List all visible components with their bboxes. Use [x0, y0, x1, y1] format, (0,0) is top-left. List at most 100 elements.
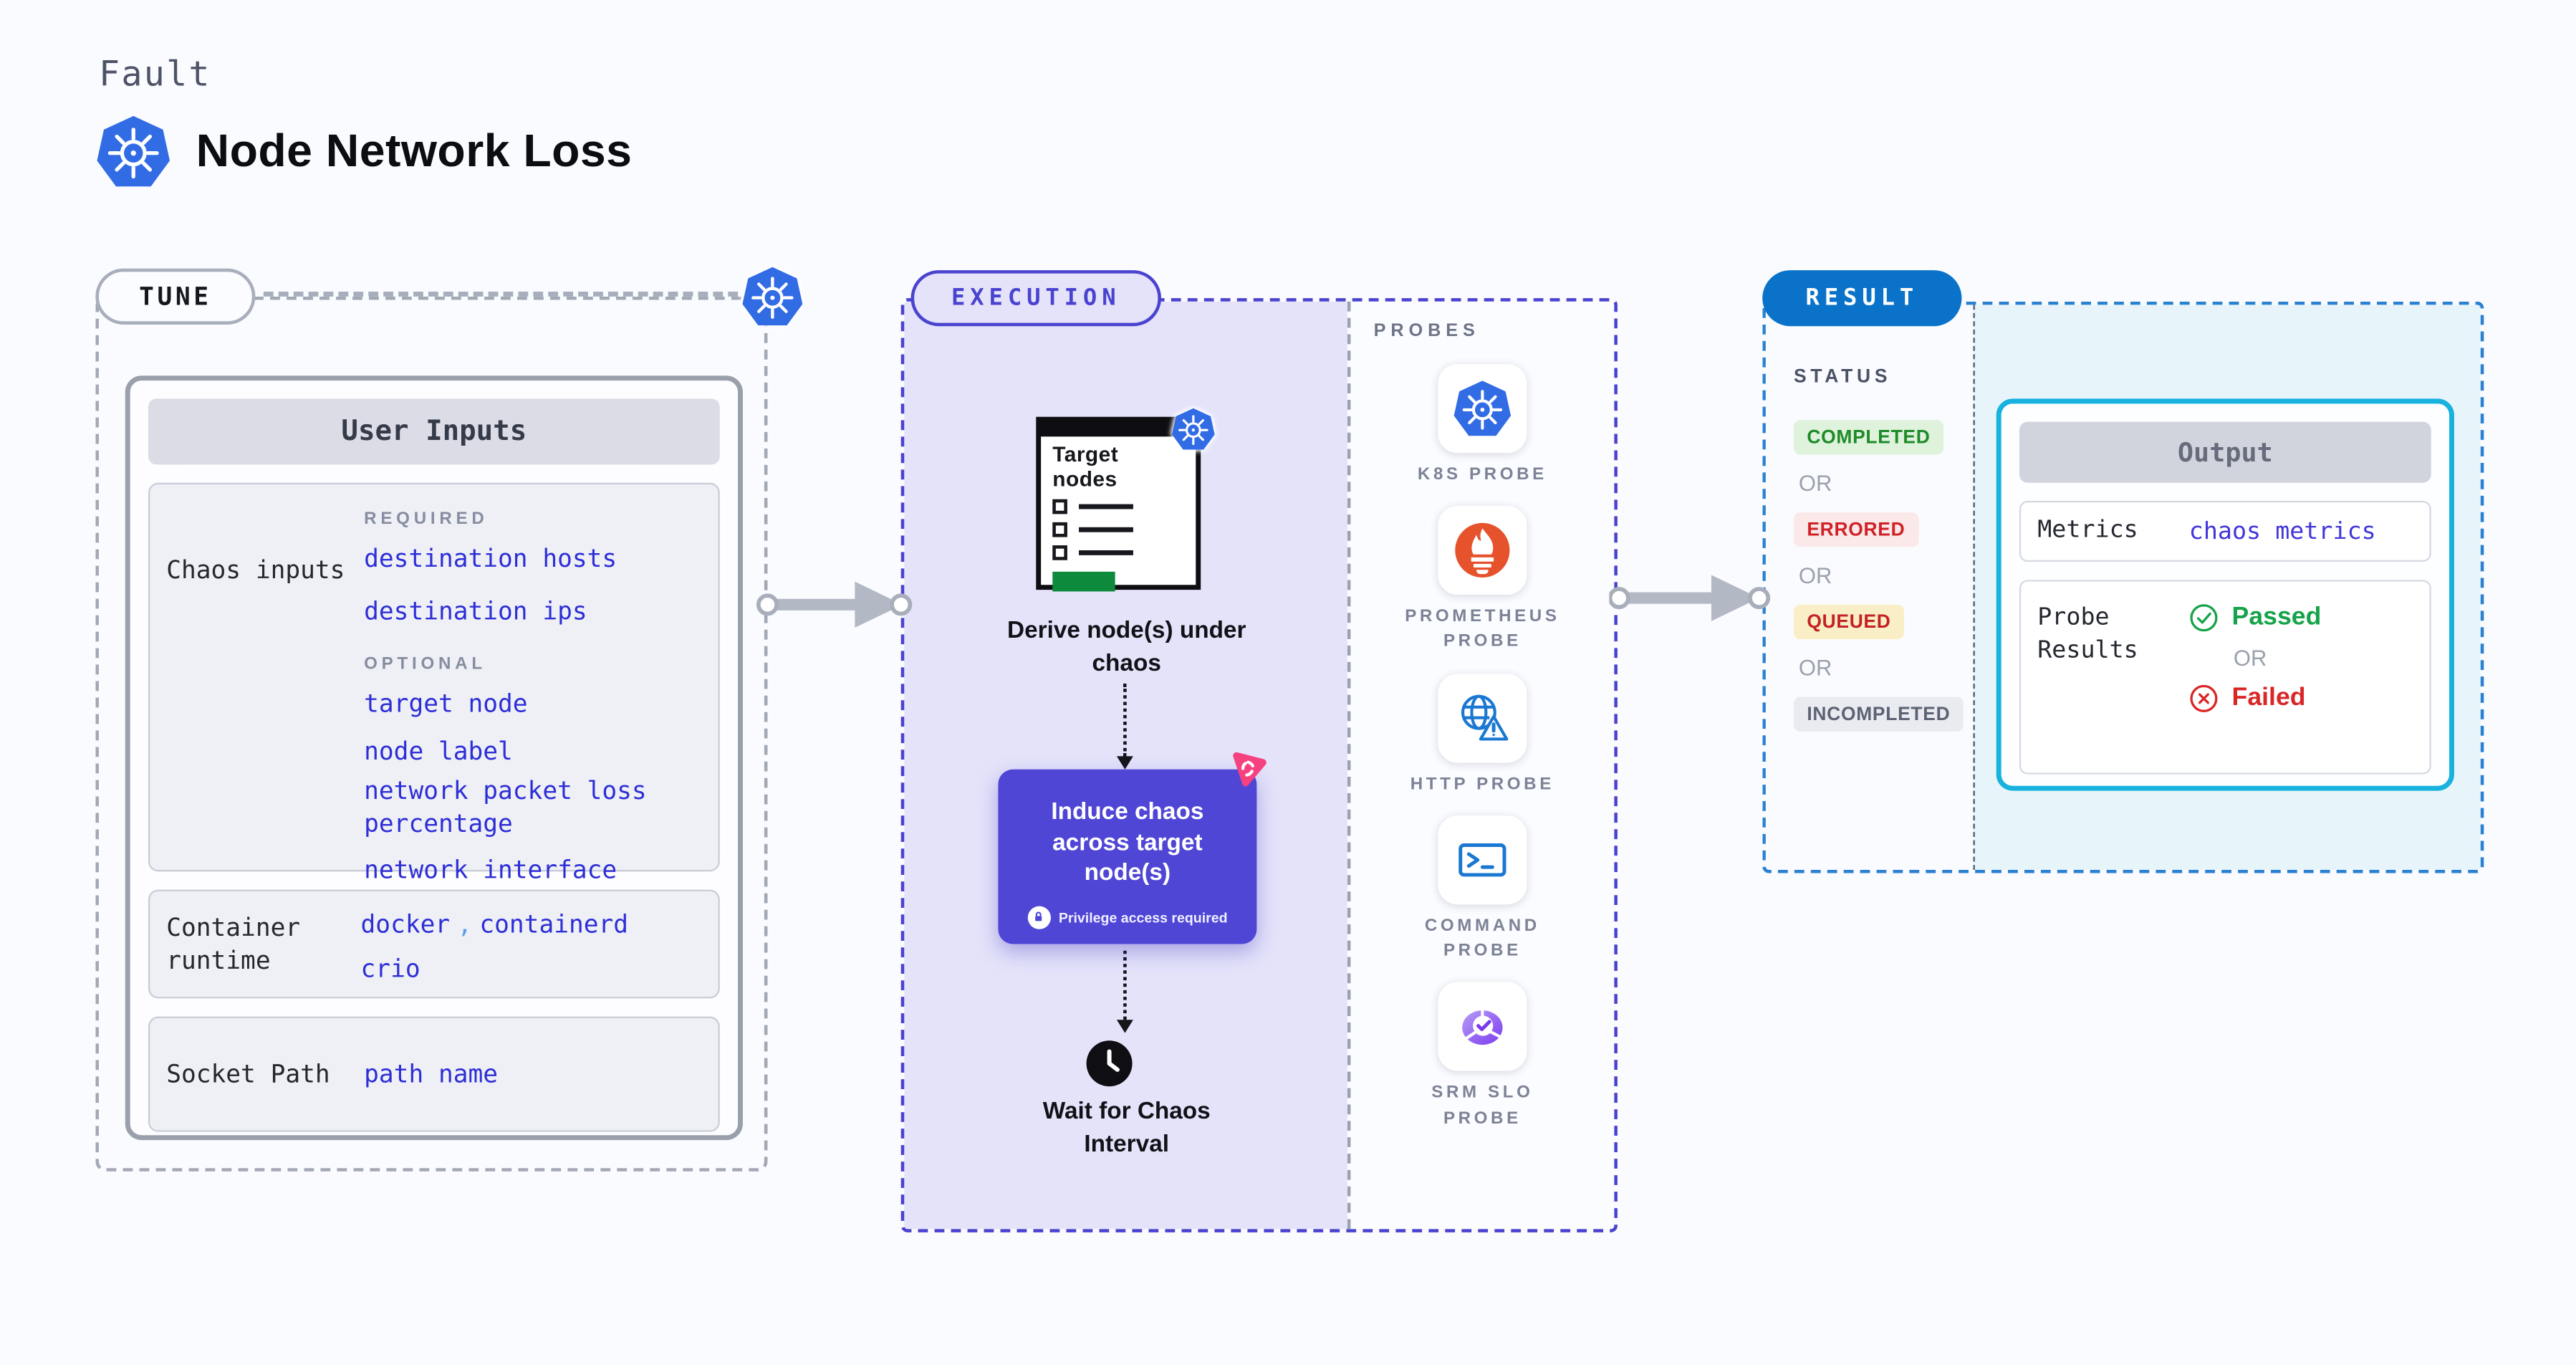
probe-label: COMMAND PROBE	[1424, 916, 1540, 961]
probe-item-prometheus: PROMETHEUS PROBE	[1400, 506, 1565, 655]
execution-section: Target nodes Derive node(s) under chaos …	[900, 298, 1618, 1232]
chaos-inputs-row: Chaos inputs REQUIRED destination hosts …	[148, 482, 720, 885]
runtime-value-containerd[interactable]: containerd	[479, 909, 629, 939]
probe-label: SRM SLO PROBE	[1431, 1083, 1534, 1128]
node-checkbox-row[interactable]	[1052, 545, 1184, 560]
status-badge-queued: QUEUED	[1793, 604, 1905, 640]
result-pill[interactable]: RESULT	[1762, 270, 1962, 327]
kubernetes-icon	[741, 265, 804, 327]
induce-chaos-label: Induce chaos across target node(s)	[1051, 799, 1204, 887]
privilege-note: Privilege access required	[1058, 909, 1228, 926]
passed-label: Passed	[2231, 603, 2322, 631]
kubernetes-icon	[95, 114, 171, 190]
probe-item-srm-slo: SRM SLO PROBE	[1400, 982, 1565, 1131]
failed-label: Failed	[2231, 684, 2306, 712]
runtime-value-docker[interactable]: docker	[360, 909, 451, 939]
node-line	[1079, 527, 1133, 532]
socket-path-label: Socket Path	[166, 1059, 330, 1089]
x-circle-icon	[2189, 684, 2219, 713]
probe-results-label: Probe Results	[2037, 604, 2138, 664]
kubernetes-icon	[1171, 407, 1216, 451]
chaos-inputs-label: Chaos inputs	[166, 555, 345, 585]
flow-arrowhead	[1116, 1020, 1133, 1033]
probes-title: PROBES	[1373, 321, 1480, 341]
probe-label: K8S PROBE	[1417, 464, 1547, 484]
probe-results-row: Probe Results Passed OR Failed	[2019, 580, 2431, 775]
param-link-network-packet-loss-percentage[interactable]: network packet loss percentage	[364, 775, 647, 838]
execution-flow-pane: Target nodes Derive node(s) under chaos …	[904, 301, 1347, 1230]
chaos-metrics-link[interactable]: chaos metrics	[2188, 518, 2376, 545]
status-pane: STATUS COMPLETED OR ERRORED OR QUEUED OR…	[1766, 305, 1974, 870]
optional-group-label: OPTIONAL	[364, 653, 486, 674]
k8s-probe-icon	[1438, 364, 1527, 454]
tune-section	[95, 296, 768, 1172]
param-link-network-interface[interactable]: network interface	[364, 855, 617, 885]
user-inputs-title: User Inputs	[148, 398, 720, 465]
flow-arrowhead	[1116, 756, 1133, 770]
runtime-value-crio[interactable]: crio	[360, 953, 420, 983]
probe-label: PROMETHEUS PROBE	[1405, 606, 1560, 652]
or-separator: OR	[1798, 471, 1832, 497]
tune-connector-line	[263, 291, 739, 297]
node-checkbox-row[interactable]	[1052, 522, 1184, 537]
tune-pill[interactable]: TUNE	[95, 268, 256, 325]
checkbox-icon[interactable]	[1052, 545, 1067, 560]
window-titlebar	[1039, 420, 1198, 437]
wait-interval-label: Wait for Chaos Interval	[1042, 1098, 1211, 1158]
target-nodes-window: Target nodes	[1036, 416, 1201, 592]
flow-dotted-line	[1123, 684, 1127, 757]
output-pane: Output Metrics chaos metrics Probe Resul…	[1973, 305, 2481, 871]
derive-nodes-label: Derive node(s) under chaos	[1006, 618, 1246, 677]
or-separator: OR	[1798, 656, 1832, 681]
socket-path-value[interactable]: path name	[364, 1059, 499, 1089]
srm-slo-probe-icon	[1438, 982, 1527, 1072]
status-title: STATUS	[1793, 367, 1892, 388]
lock-icon	[1027, 905, 1051, 929]
node-checkbox-row[interactable]	[1052, 499, 1184, 514]
user-inputs-card: User Inputs Chaos inputs REQUIRED destin…	[125, 375, 743, 1141]
node-line	[1079, 504, 1133, 509]
execution-pill[interactable]: EXECUTION	[910, 270, 1162, 327]
param-link-node-label[interactable]: node label	[364, 736, 513, 767]
litmus-chaos-icon	[1231, 749, 1269, 787]
arrow-execution-to-result	[1609, 575, 1771, 621]
param-link-target-node[interactable]: target node	[364, 689, 528, 719]
or-separator: OR	[2233, 646, 2267, 671]
runtime-comma: ,	[457, 909, 473, 939]
induce-chaos-node: Induce chaos across target node(s) Privi…	[998, 769, 1257, 944]
page-title: Node Network Loss	[196, 125, 633, 177]
metrics-row: Metrics chaos metrics	[2019, 500, 2431, 562]
result-section: STATUS COMPLETED OR ERRORED OR QUEUED OR…	[1762, 301, 2484, 873]
prometheus-probe-icon	[1438, 506, 1527, 595]
checkbox-icon[interactable]	[1052, 499, 1067, 514]
node-line	[1079, 550, 1133, 555]
checkbox-icon[interactable]	[1052, 522, 1067, 537]
status-badge-errored: ERRORED	[1793, 512, 1918, 547]
fault-kicker: Fault	[98, 54, 211, 95]
probe-item-http: HTTP PROBE	[1400, 673, 1565, 798]
or-separator: OR	[1798, 563, 1832, 588]
page-header: Node Network Loss	[95, 114, 632, 190]
status-badge-incompleted: INCOMPLETED	[1793, 696, 1964, 732]
http-probe-icon	[1438, 673, 1527, 762]
required-group-label: REQUIRED	[364, 509, 489, 530]
socket-path-row: Socket Path path name	[148, 1016, 720, 1132]
output-title: Output	[2019, 421, 2431, 483]
command-probe-icon	[1438, 815, 1527, 905]
status-badge-completed: COMPLETED	[1793, 420, 1943, 455]
target-nodes-title: Target nodes	[1052, 441, 1119, 491]
metrics-label: Metrics	[2037, 517, 2138, 544]
param-link-destination-hosts[interactable]: destination hosts	[364, 543, 617, 574]
probes-pane: PROBES K8S PROBE PROMETHEUS PROBE	[1347, 301, 1615, 1230]
flow-dotted-line	[1123, 950, 1127, 1020]
param-link-destination-ips[interactable]: destination ips	[364, 596, 587, 626]
probe-label: HTTP PROBE	[1410, 773, 1554, 794]
container-runtime-row: Container runtime docker , containerd cr…	[148, 889, 720, 999]
clock-icon	[1085, 1040, 1133, 1088]
container-runtime-label: Container runtime	[166, 912, 301, 976]
select-button[interactable]	[1052, 572, 1115, 592]
check-circle-icon	[2189, 603, 2219, 633]
probe-item-k8s: K8S PROBE	[1400, 364, 1565, 488]
arrow-tune-to-execution	[756, 581, 913, 628]
